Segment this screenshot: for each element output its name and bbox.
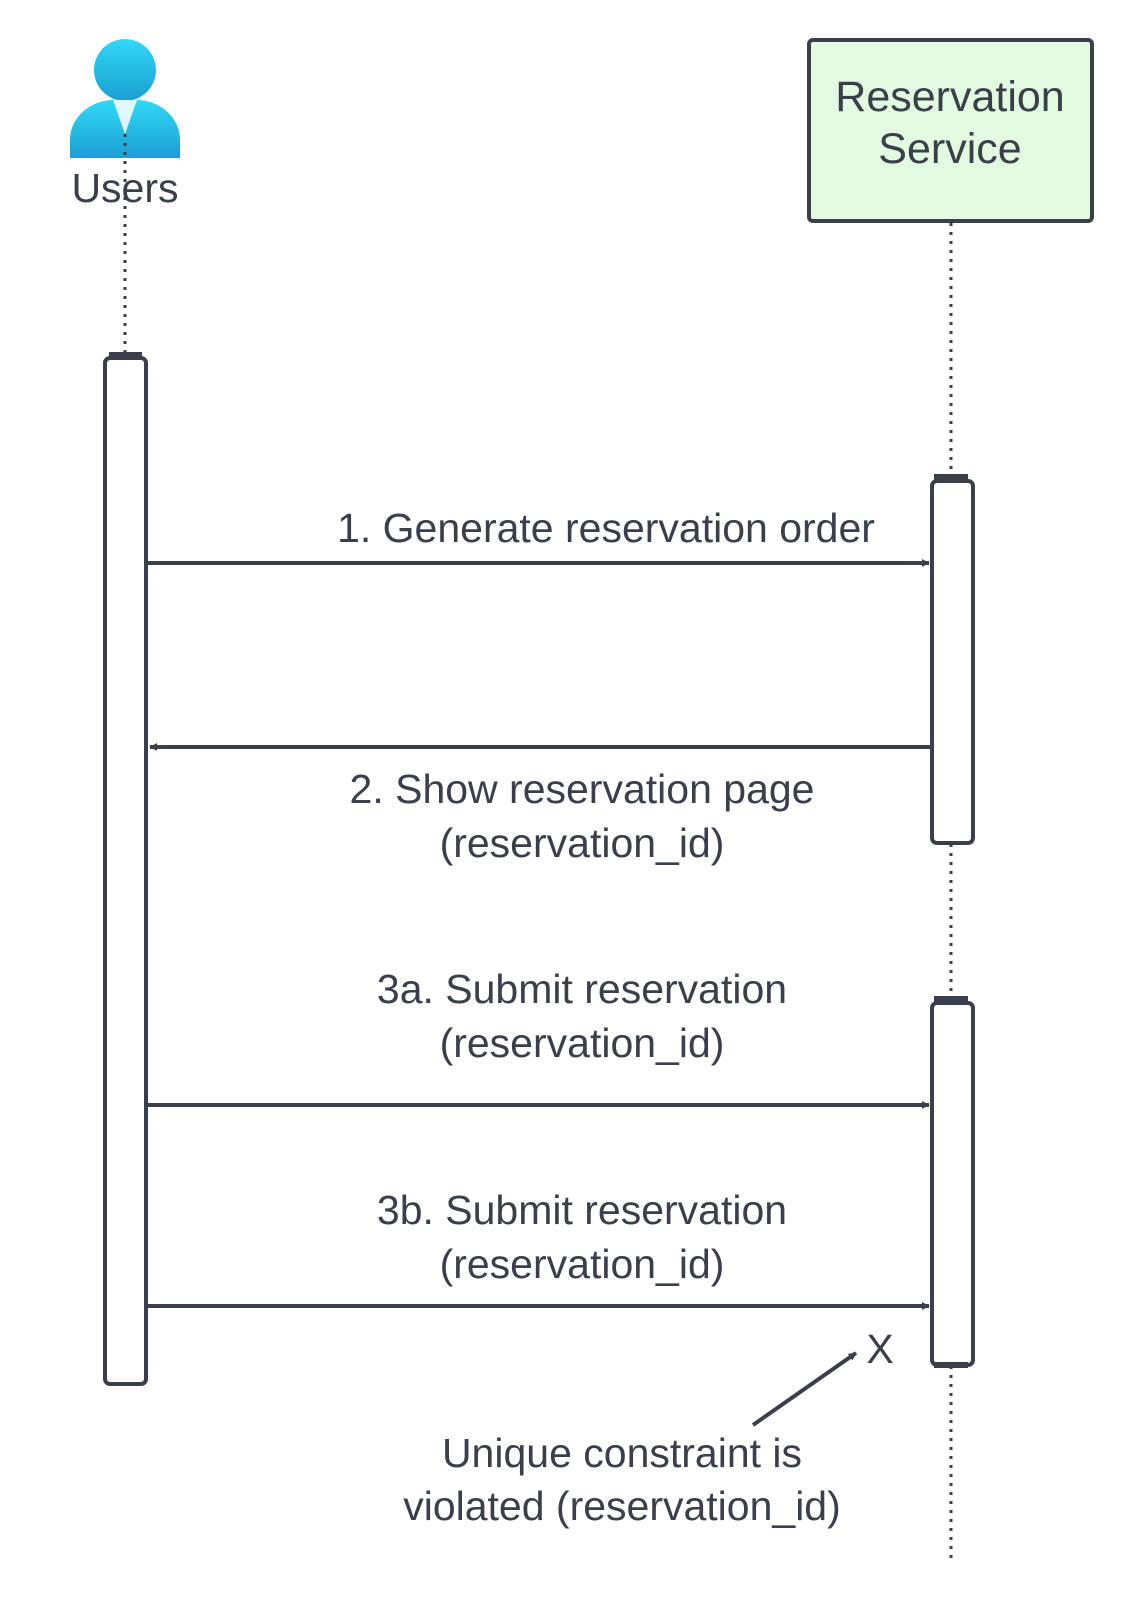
message-2-label-line2: (reservation_id) <box>440 820 725 866</box>
failure-note-line2: violated (reservation_id) <box>403 1483 841 1529</box>
message-3a-label-line2: (reservation_id) <box>440 1020 725 1066</box>
message-3b[interactable]: 3b. Submit reservation (reservation_id) <box>148 1187 930 1310</box>
failure-x-marker: X <box>866 1326 893 1372</box>
reservation-service-label-line1: Reservation <box>835 73 1064 121</box>
user-icon <box>70 39 180 158</box>
failure-note-line1: Unique constraint is <box>442 1430 802 1476</box>
failure-note-arrow <box>751 1351 858 1427</box>
service-activation-bar-2 <box>930 1001 975 1367</box>
message-3b-label-line2: (reservation_id) <box>440 1241 725 1287</box>
participant-users[interactable]: Users <box>70 39 180 211</box>
reservation-service-box <box>807 38 1094 223</box>
message-3a[interactable]: 3a. Submit reservation (reservation_id) <box>148 966 930 1109</box>
message-1[interactable]: 1. Generate reservation order <box>148 505 930 567</box>
message-3a-label-line1: 3a. Submit reservation <box>377 966 787 1012</box>
message-2[interactable]: 2. Show reservation page (reservation_id… <box>149 743 932 866</box>
participant-reservation-service[interactable]: Reservation Service <box>807 38 1094 223</box>
users-activation-bar <box>103 356 148 1386</box>
message-2-label-line1: 2. Show reservation page <box>350 766 815 812</box>
message-1-label: 1. Generate reservation order <box>337 505 875 551</box>
reservation-service-label-line2: Service <box>878 125 1021 173</box>
service-activation-bar-1 <box>930 479 975 845</box>
message-3b-label-line1: 3b. Submit reservation <box>377 1187 787 1233</box>
constraint-violation: X Unique constraint is violated (reserva… <box>403 1326 893 1529</box>
